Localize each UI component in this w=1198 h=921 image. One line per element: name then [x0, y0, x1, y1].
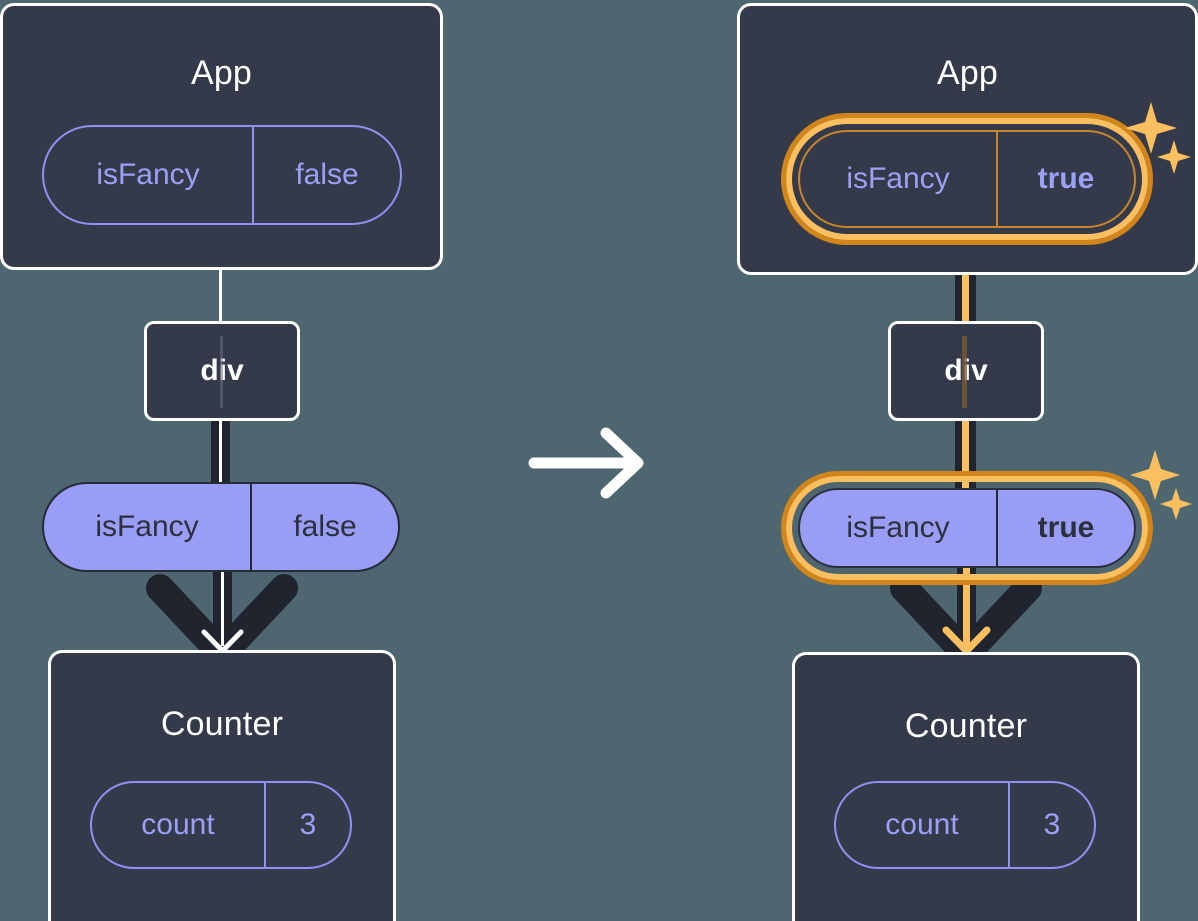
pill-app-isfancy-left[interactable]: isFancy false — [42, 125, 402, 225]
node-counter-left-title: Counter — [160, 705, 284, 743]
pill-counter-count-right[interactable]: count 3 — [834, 781, 1096, 869]
connector-app-to-div-left — [219, 266, 222, 322]
connector-div-to-pill-left-inner — [219, 418, 222, 486]
sparkle-icon — [1130, 450, 1192, 520]
node-app-left-title: App — [190, 54, 253, 92]
pill-prop-isfancy-left[interactable]: isFancy false — [42, 482, 400, 572]
connector-app-to-div-right-inner — [962, 226, 969, 326]
sparkle-prop-pill-right — [1130, 444, 1198, 526]
pill-app-isfancy-left-name: isFancy — [96, 158, 200, 191]
sparkle-icon — [1125, 102, 1191, 174]
highlight-ring-app-pill-right — [781, 113, 1153, 245]
node-app-right-title: App — [936, 54, 999, 92]
connector-through-div-left — [220, 336, 223, 408]
pill-counter-count-left-name: count — [141, 808, 215, 841]
connector-div-to-pill-right-inner — [962, 418, 969, 490]
highlight-ring-prop-pill-right — [781, 471, 1153, 585]
pill-counter-count-left[interactable]: count 3 — [90, 781, 352, 869]
pill-counter-count-right-name: count — [885, 808, 959, 841]
right-arrow-icon — [528, 427, 644, 499]
pill-prop-isfancy-left-value: false — [250, 484, 398, 570]
pill-prop-isfancy-left-name: isFancy — [95, 510, 199, 543]
pill-app-isfancy-left-value: false — [252, 127, 400, 223]
sparkle-app-pill-right — [1124, 96, 1198, 182]
transition-arrow — [528, 424, 652, 502]
connector-through-div-right — [962, 336, 967, 408]
pill-counter-count-left-value: 3 — [264, 783, 350, 867]
pill-counter-count-right-value: 3 — [1008, 783, 1094, 867]
node-counter-right-title: Counter — [904, 707, 1028, 745]
